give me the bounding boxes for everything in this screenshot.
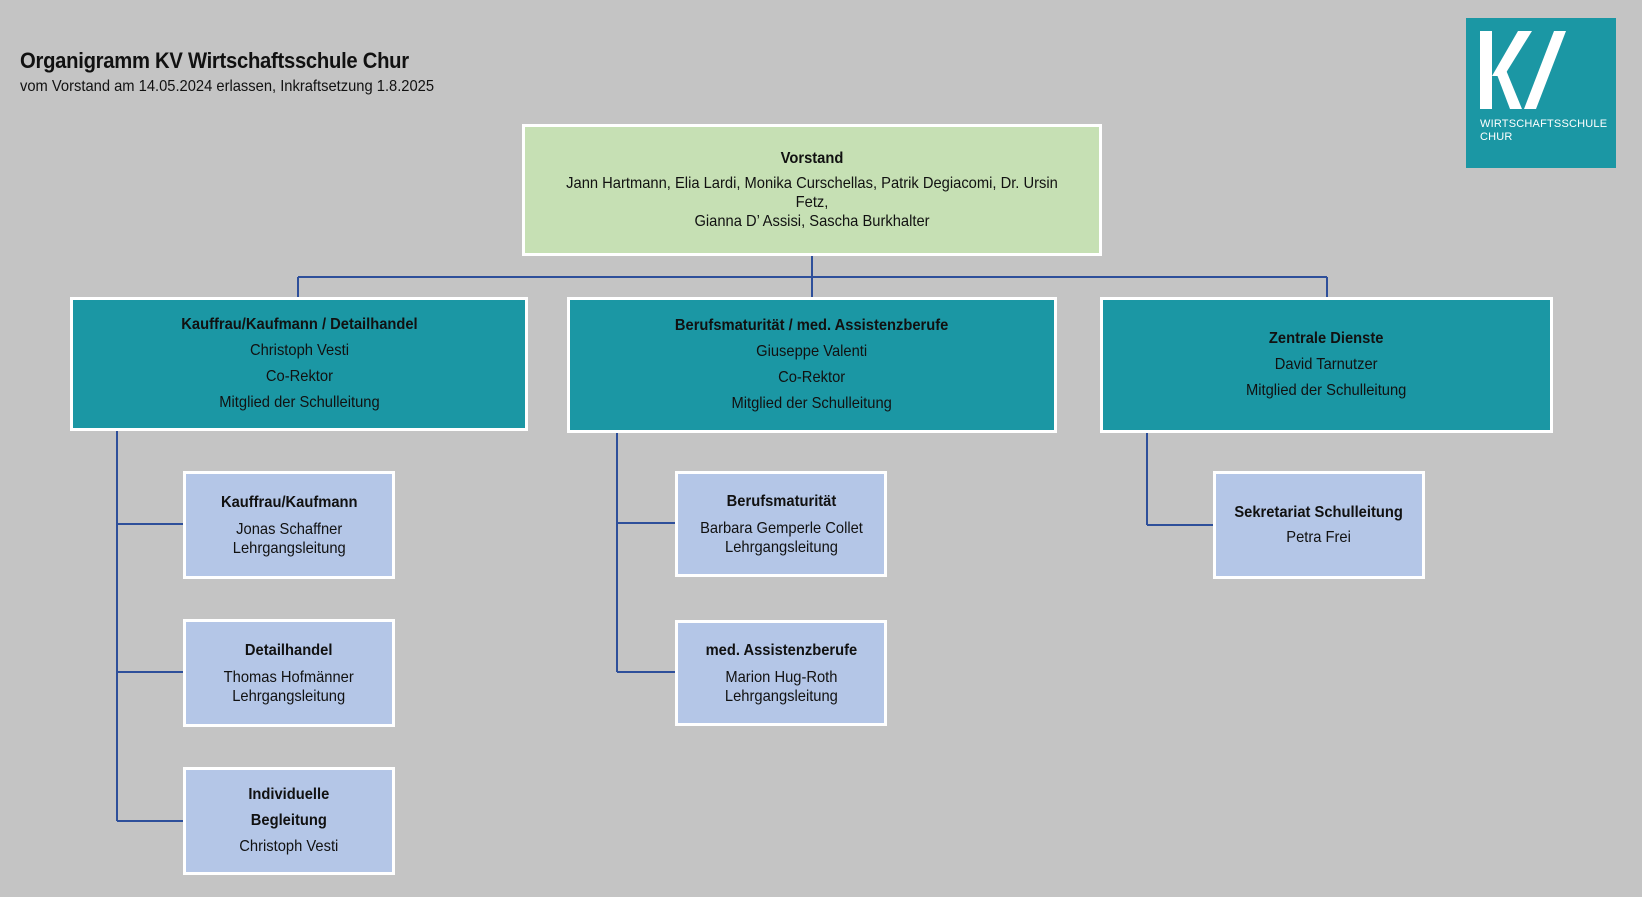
- unit-title-line-1: Individuelle: [248, 786, 330, 803]
- department-box-berufsmaturitaet: Berufsmaturität / med. Assistenzberufe G…: [567, 297, 1057, 433]
- unit-box-berufsmaturitaet: Berufsmaturität Barbara Gemperle Collet …: [675, 471, 887, 577]
- unit-person: Petra Frei: [1286, 529, 1352, 546]
- unit-title-line-2: Begleitung: [250, 812, 328, 829]
- page-subtitle: vom Vorstand am 14.05.2024 erlassen, Ink…: [20, 78, 435, 95]
- board-title: Vorstand: [780, 150, 844, 167]
- unit-title: Detailhandel: [245, 641, 333, 659]
- unit-person: Christoph Vesti: [239, 838, 339, 855]
- unit-role: Lehrgangsleitung: [232, 687, 346, 705]
- unit-person: Marion Hug-Roth: [724, 668, 838, 686]
- board-box: Vorstand Jann Hartmann, Elia Lardi, Moni…: [522, 124, 1102, 256]
- logo-line-1: WIRTSCHAFTSSCHULE: [1480, 118, 1608, 130]
- unit-person: Barbara Gemperle Collet: [699, 519, 863, 537]
- department-head: Christoph Vesti: [249, 342, 349, 359]
- department-title: Kauffrau/Kaufmann / Detailhandel: [180, 316, 418, 333]
- unit-person: Thomas Hofmänner: [223, 668, 355, 686]
- unit-box-med-assistenzberufe: med. Assistenzberufe Marion Hug-Roth Leh…: [675, 620, 887, 726]
- board-members-line-2: Gianna D’ Assisi, Sascha Burkhalter: [694, 213, 930, 230]
- department-head: Giuseppe Valenti: [756, 343, 868, 360]
- kv-logo: WIRTSCHAFTSSCHULE CHUR: [1466, 18, 1616, 168]
- department-role: Co-Rektor: [778, 369, 846, 386]
- department-membership: Mitglied der Schulleitung: [731, 395, 893, 412]
- unit-person: Jonas Schaffner: [235, 520, 343, 538]
- department-title: Berufsmaturität / med. Assistenzberufe: [675, 317, 949, 334]
- unit-box-detailhandel: Detailhandel Thomas Hofmänner Lehrgangsl…: [183, 619, 395, 727]
- department-membership: Mitglied der Schulleitung: [218, 394, 380, 411]
- unit-box-sekretariat-schulleitung: Sekretariat Schulleitung Petra Frei: [1213, 471, 1425, 579]
- unit-box-individuelle-begleitung: Individuelle Begleitung Christoph Vesti: [183, 767, 395, 875]
- unit-role: Lehrgangsleitung: [232, 539, 346, 557]
- unit-role: Lehrgangsleitung: [724, 687, 838, 705]
- unit-title: Berufsmaturität: [726, 492, 836, 510]
- department-box-zentrale-dienste: Zentrale Dienste David Tarnutzer Mitglie…: [1100, 297, 1553, 433]
- logo-line-2: CHUR: [1480, 131, 1513, 143]
- unit-title: med. Assistenzberufe: [705, 641, 857, 659]
- unit-title: Kauffrau/Kaufmann: [220, 493, 358, 511]
- unit-role: Lehrgangsleitung: [724, 538, 838, 556]
- board-members-line-1: Jann Hartmann, Elia Lardi, Monika Cursch…: [566, 175, 1058, 211]
- unit-box-kauffrau-kaufmann: Kauffrau/Kaufmann Jonas Schaffner Lehrga…: [183, 471, 395, 579]
- department-head: David Tarnutzer: [1275, 356, 1378, 373]
- department-role: Co-Rektor: [265, 368, 333, 385]
- department-membership: Mitglied der Schulleitung: [1246, 382, 1407, 399]
- department-box-kaufmann-detailhandel: Kauffrau/Kaufmann / Detailhandel Christo…: [70, 297, 528, 431]
- unit-title: Sekretariat Schulleitung: [1234, 504, 1404, 521]
- kv-logo-mark: [1480, 31, 1566, 109]
- department-title: Zentrale Dienste: [1269, 330, 1384, 347]
- page-title: Organigramm KV Wirtschaftsschule Chur: [20, 48, 409, 73]
